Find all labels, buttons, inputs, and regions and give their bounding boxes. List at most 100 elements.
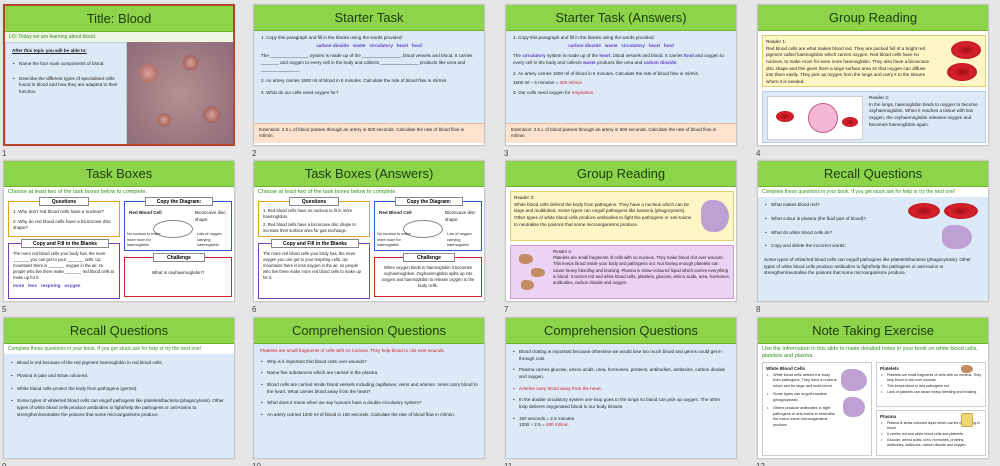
platelets-icon	[517, 252, 547, 292]
white-blood-cell-icon	[843, 397, 865, 417]
question-2: 2. An artery carries 1500 ml of blood in…	[261, 78, 448, 84]
white-blood-cell-icon	[942, 225, 972, 250]
white-blood-cell-icon	[841, 369, 867, 391]
slide-title: Task Boxes	[4, 161, 234, 187]
fill-blanks-paragraph: The _______________ system is made up of…	[261, 53, 473, 72]
recall-answers: Blood is red because of the red pigment …	[4, 354, 234, 458]
challenge-answer: When oxygen binds to haemoglobin it beco…	[381, 265, 475, 289]
slide-number: 2	[252, 149, 257, 158]
note: Plasma is straw coloured liquid which ca…	[880, 421, 982, 431]
slide-number: 4	[756, 149, 761, 158]
box-title: Copy the Diagram:	[395, 197, 463, 206]
question: What do white blood cells do?	[764, 230, 904, 237]
starter-answers: 1. Copy this paragraph and fill in the b…	[506, 31, 736, 123]
slide-5[interactable]: Task Boxes Choose at least two of the ta…	[3, 160, 235, 302]
slide-6[interactable]: Task Boxes (Answers) Choose at least two…	[253, 160, 485, 302]
slide-3[interactable]: Starter Task (Answers) 1. Copy this para…	[505, 4, 737, 146]
slide-number: 8	[756, 305, 761, 314]
plasma-tube-icon	[961, 413, 973, 427]
word-bank: carbon dioxide waste circulatory heart f…	[261, 43, 477, 50]
slide-title: Group Reading	[758, 5, 988, 31]
slide-8[interactable]: Recall Questions Complete these question…	[757, 160, 989, 302]
diagram-label: Red Blood Cell	[379, 210, 412, 215]
slide-number: 6	[252, 305, 257, 314]
learning-objective: LO: Today we are learning about blood.	[5, 32, 233, 43]
slide-title: Group Reading	[506, 161, 736, 187]
slide-9[interactable]: Recall Questions Complete these question…	[3, 317, 235, 459]
reader-2-text: Reader 2:In the lungs, haemoglobin binds…	[869, 95, 978, 127]
diagram-box: Copy the Diagram: Red Blood Cell Biconca…	[124, 197, 232, 251]
slide-10[interactable]: Comprehension Questions Platelets are sm…	[253, 317, 485, 459]
note: Glucose, amino acids, urea, hormones, pr…	[880, 438, 982, 448]
diagram-label: Lots of oxygen carrying haemoglobin	[447, 232, 472, 247]
word: circulatory	[369, 42, 393, 48]
lead-text: Platelets are small fragments of cells w…	[260, 348, 446, 353]
objective-item: Describe the different types of speciali…	[12, 76, 120, 96]
word: waste	[604, 42, 618, 48]
slide-number: 5	[2, 305, 7, 314]
question: What does it mean when we say humans hav…	[260, 400, 478, 407]
slide-12[interactable]: Note Taking Exercise Use the information…	[757, 317, 989, 459]
reader-3-box: Reader 3:White blood cells defend the bo…	[510, 191, 734, 241]
cell-outline	[153, 220, 193, 238]
diagram-label: Biconcave disc shape	[445, 210, 476, 222]
slide-title: Starter Task (Answers)	[506, 5, 736, 31]
question: Blood cells are carried inside blood ves…	[260, 382, 478, 395]
answer: 2. Red blood cells have a biconcave disc…	[263, 222, 356, 234]
fill-blanks-text: The more red blood cells your body has, …	[13, 251, 115, 281]
box-title: Copy and Fill in the Blanks	[21, 239, 109, 248]
question: Copy and delete the incorrect words:	[764, 243, 904, 250]
slide-1[interactable]: Title: Blood LO: Today we are learning a…	[3, 4, 235, 146]
box-title: Challenge	[403, 253, 455, 262]
red-blood-cell-icon	[908, 203, 940, 220]
note: This keeps blood in and pathogens out.	[880, 384, 982, 389]
objective-item: Name the four main components of blood.	[12, 61, 120, 68]
word: carbon dioxide	[568, 42, 601, 48]
slide-4[interactable]: Group Reading Reader 1:Red blood cells a…	[757, 4, 989, 146]
slide-title: Recall Questions	[4, 318, 234, 344]
starter-questions: 1. Copy this paragraph and fill in the b…	[254, 31, 484, 123]
slide-title: Note Taking Exercise	[758, 318, 988, 344]
questions-box: Questions 1. Red blood cells have no nuc…	[258, 197, 370, 237]
slide-7[interactable]: Group Reading Reader 3:White blood cells…	[505, 160, 737, 302]
slide-number: 1	[2, 149, 7, 158]
word-bank: more less respiring oxygen	[13, 283, 81, 289]
word: circulatory	[621, 42, 645, 48]
extension-box: Extension: 2.5 L of blood passes through…	[254, 123, 484, 143]
slide-title: Starter Task	[254, 5, 484, 31]
word: food	[663, 42, 674, 48]
challenge-box: Challenge When oxygen binds to haemoglob…	[374, 253, 482, 297]
reader-4-box: Reader 4:Platelets are small fragments o…	[510, 245, 734, 299]
question-3: 3. What do our cells need oxygen for?	[261, 89, 339, 95]
question-2: 2. An artery carries 1500 ml of blood in…	[513, 70, 700, 76]
reader-2-box: Reader 2:In the lungs, haemoglobin binds…	[762, 91, 986, 143]
box-title: Questions	[39, 197, 89, 206]
question: Name five substances which are carried i…	[260, 370, 478, 377]
cell-outline	[403, 220, 443, 238]
question-1: 1. Copy this paragraph and fill in the b…	[513, 35, 655, 40]
question: 2. Why do red blood cells have a biconca…	[13, 218, 112, 231]
question: What colour is plasma (the fluid part of…	[764, 216, 904, 223]
objectives-box: After this topic you will be able to: Na…	[5, 42, 127, 144]
diagram-label: Biconcave disc shape	[195, 210, 226, 222]
challenge-box: Challenge What is oxyhaemoglobin?	[124, 253, 232, 297]
slide-number: 3	[504, 149, 509, 158]
fill-blanks-box: Copy and Fill in the Blanks The more red…	[8, 239, 120, 299]
question: What makes blood red?	[764, 202, 904, 209]
box-title: Challenge	[153, 253, 205, 262]
note: Some types can engulf invaders (phagocyt…	[766, 392, 838, 403]
notes-heading: Platelets	[880, 366, 899, 371]
question: An artery carried 1200 ml of blood in 15…	[260, 412, 478, 419]
slide-2[interactable]: Starter Task 1. Copy this paragraph and …	[253, 4, 485, 146]
red-blood-cell-icon	[947, 63, 977, 81]
slide-11[interactable]: Comprehension Questions Blood clotting i…	[505, 317, 737, 459]
slide-title: Comprehension Questions	[254, 318, 484, 344]
slide-subtitle: Complete these questions in your book. I…	[762, 189, 956, 195]
answer-paragraph: The circulatory system is made up of the…	[513, 53, 724, 65]
word: heart	[648, 42, 660, 48]
diagram-label: No nucleus to make more room for haemogl…	[377, 232, 411, 247]
box-title: Copy the Diagram:	[145, 197, 213, 206]
slide-title: Title: Blood	[5, 6, 233, 32]
platelets-icon	[961, 365, 973, 373]
